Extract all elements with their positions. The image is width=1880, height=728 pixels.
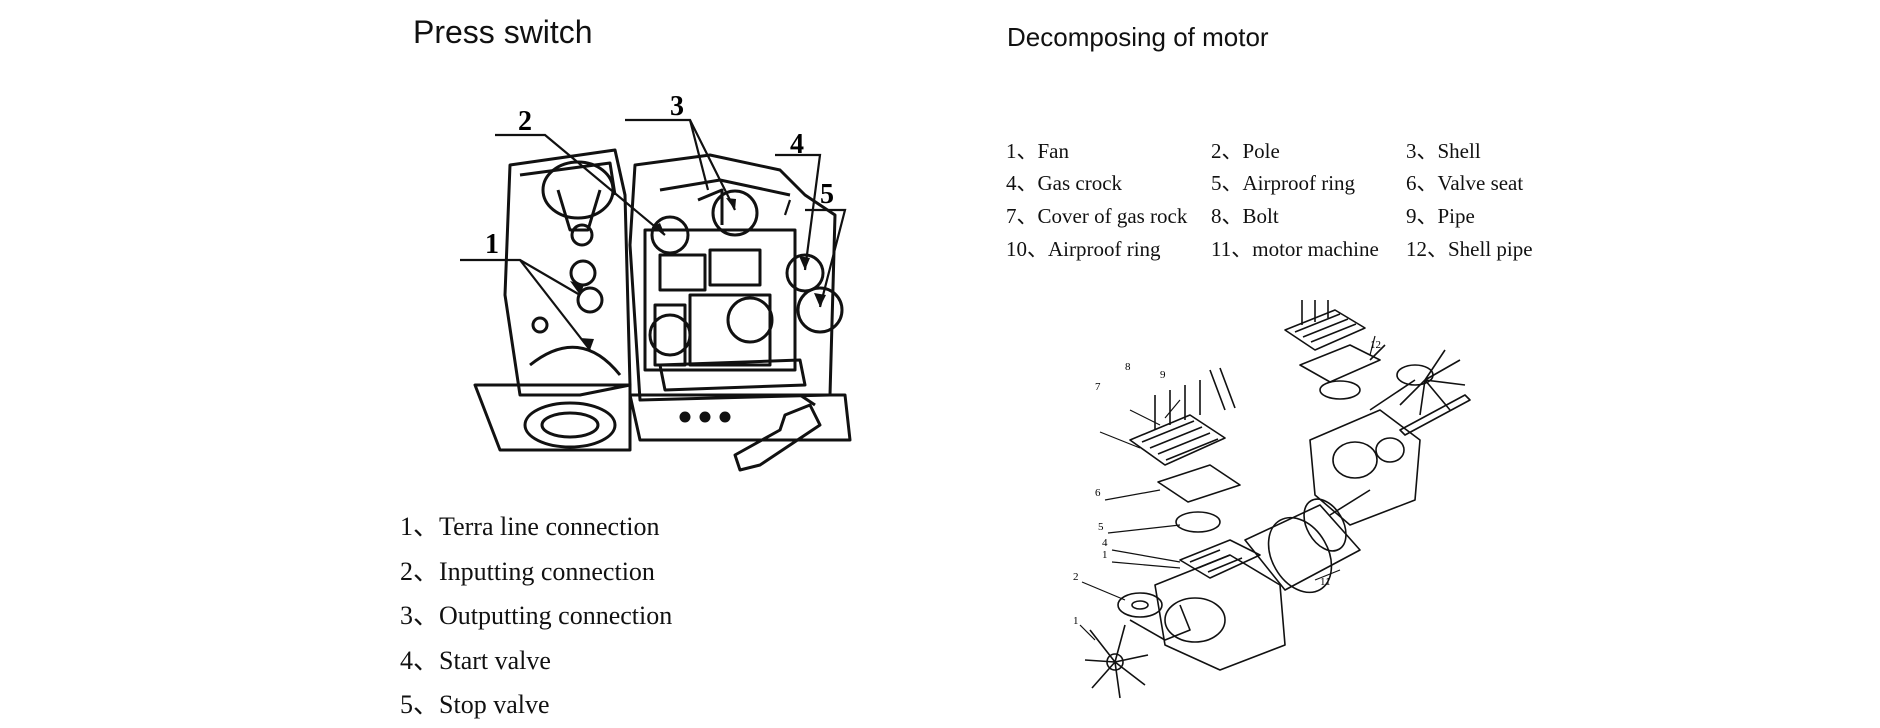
callout-1: 1: [485, 229, 499, 260]
motor-exploded-illustration: 1 2 1 4 5 6 7 8 9 11 12: [1073, 300, 1471, 699]
callout-5: 5: [820, 179, 834, 210]
press-switch-title: Press switch: [413, 14, 593, 50]
part-item: 6、Valve seat: [1406, 171, 1524, 195]
callout-fan-2: 1: [1102, 549, 1108, 561]
callout-fan: 1: [1073, 615, 1079, 627]
callout-valve-seat: 6: [1095, 487, 1101, 499]
callout-bolt: 8: [1125, 361, 1131, 373]
part-item: 11、motor machine: [1211, 237, 1379, 261]
callout-cover: 7: [1095, 381, 1101, 393]
motor-decomposition-title: Decomposing of motor: [1007, 22, 1269, 52]
part-item: 7、Cover of gas rock: [1006, 204, 1188, 228]
legend-item: 1、Terra line connection: [400, 512, 660, 541]
callout-2: 2: [518, 106, 532, 137]
legend-item: 2、Inputting connection: [400, 556, 655, 586]
callout-4: 4: [790, 129, 804, 160]
part-item: 3、Shell: [1406, 139, 1481, 163]
callout-pole: 2: [1073, 571, 1079, 583]
callout-airproof-ring: 5: [1098, 521, 1104, 533]
legend-item: 3、Outputting connection: [400, 601, 673, 630]
callout-motor-machine: 11: [1320, 576, 1331, 588]
part-item: 8、Bolt: [1211, 204, 1279, 228]
callout-pipe: 9: [1160, 369, 1166, 381]
part-item: 12、Shell pipe: [1406, 237, 1533, 261]
press-switch-illustration: 1 2 3 4 5: [460, 95, 852, 472]
part-item: 9、Pipe: [1406, 204, 1475, 228]
part-item: 10、Airproof ring: [1006, 237, 1161, 261]
legend-item: 5、Stop valve: [400, 690, 550, 719]
part-item: 5、Airproof ring: [1211, 171, 1356, 195]
callout-shell-pipe: 12: [1370, 339, 1381, 351]
fan-icon: [1084, 624, 1149, 699]
press-switch-legend: 1、Terra line connection 2、Inputting conn…: [400, 505, 672, 728]
callout-gas-crock: 4: [1102, 537, 1108, 549]
part-item: 2、Pole: [1211, 139, 1280, 163]
part-item: 1、Fan: [1006, 139, 1069, 163]
callout-3: 3: [670, 95, 684, 122]
part-item: 4、Gas crock: [1006, 171, 1123, 195]
legend-item: 4、Start valve: [400, 645, 551, 675]
